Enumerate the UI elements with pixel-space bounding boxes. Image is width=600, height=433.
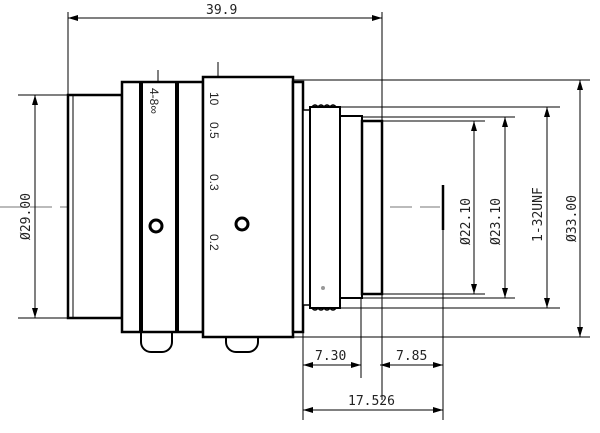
dimension-lines <box>18 12 590 420</box>
front-diameter-label: Ø29.00 <box>19 193 34 240</box>
flange-back-label: 17.526 <box>348 394 395 409</box>
inner-diameter-2-label: Ø23.10 <box>489 198 504 245</box>
inner-diameter-1-label: Ø22.10 <box>459 198 474 245</box>
focus-scale-10: 10 <box>207 92 221 106</box>
lens-body <box>66 75 384 353</box>
focus-scale-05: 0.5 <box>207 122 221 139</box>
focus-scale-02: 0.2 <box>207 234 221 251</box>
flange-offset-label: 7.85 <box>396 349 427 364</box>
mount-offset-label: 7.30 <box>315 349 346 364</box>
outer-diameter-label: Ø33.00 <box>565 195 580 242</box>
iris-scale: 4-8∞ <box>147 88 161 114</box>
overall-length-label: 39.9 <box>206 3 237 18</box>
thread-label: 1-32UNF <box>531 187 546 242</box>
lock-screw-holes <box>148 216 250 234</box>
focus-scale-03: 0.3 <box>207 174 221 191</box>
